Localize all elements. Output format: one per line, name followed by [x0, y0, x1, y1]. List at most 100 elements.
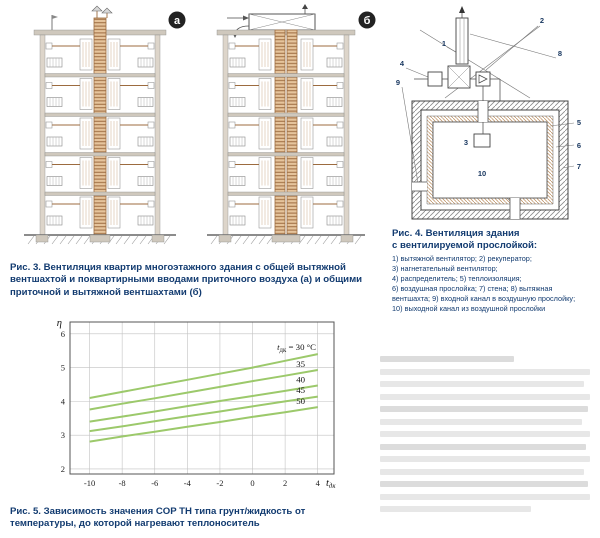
x-tick: -10 — [84, 478, 95, 488]
exhaust-vent-shaft — [93, 17, 107, 236]
inlet-channel-opening — [412, 182, 427, 191]
air-gap-layer — [420, 109, 560, 211]
cop-line — [89, 395, 318, 433]
fig4-caption: Рис. 4. Вентиляция здания с вентилируемо… — [392, 228, 594, 253]
y-tick: 4 — [61, 396, 66, 406]
fig-b-badge: б — [358, 11, 376, 29]
fig4-caption-line2: с вентилируемой прослойкой: — [392, 240, 538, 252]
floor-slab — [44, 73, 156, 78]
callout-5: 5 — [577, 118, 581, 127]
floor-slab — [227, 112, 345, 117]
faint-line — [380, 368, 590, 375]
distributor-box — [427, 71, 443, 87]
callout-9: 9 — [396, 78, 400, 87]
fig-a-badge: а — [168, 11, 186, 29]
x-tick: 2 — [283, 478, 287, 488]
floor-slab — [227, 191, 345, 196]
fig4-legend: 1) вытяжной вентилятор; 2) рекуператор; … — [392, 254, 596, 314]
y-tick: 6 — [61, 329, 65, 339]
legend-line: вентшахта; 9) входной канал в воздушную … — [392, 294, 576, 304]
cop-line — [89, 353, 318, 399]
roof-cowl — [91, 5, 113, 18]
fig5-caption: Рис. 5. Зависимость значения COP ТН типа… — [10, 506, 306, 530]
legend-line: 6) воздушная прослойка; 7) стена; 8) выт… — [392, 284, 553, 294]
x-axis-label: tдк — [326, 478, 336, 490]
fig4-caption-line1: Рис. 4. Вентиляция здания — [392, 228, 520, 239]
faint-line — [380, 393, 590, 400]
callout-7: 7 — [577, 162, 581, 171]
plot-box — [69, 321, 335, 475]
foundation — [271, 234, 301, 243]
exhaust-vent-shaft — [286, 29, 298, 236]
foundation — [35, 234, 49, 243]
faint-line — [380, 381, 584, 387]
legend-line: 4) распределитель; 5) теплоизоляция; — [392, 274, 522, 284]
callout-6: 6 — [577, 141, 581, 150]
faint-line — [380, 356, 515, 362]
right-wall — [154, 34, 161, 236]
foundation — [218, 234, 232, 243]
series-label: 50 — [296, 396, 305, 406]
exhaust-stack — [455, 6, 469, 65]
faint-line — [380, 481, 588, 487]
faint-line — [380, 443, 586, 450]
foundation — [340, 234, 354, 243]
outlet-channel-opening — [510, 198, 520, 219]
callout-1: 1 — [442, 39, 446, 48]
faint-line — [380, 506, 532, 512]
top-duct-opening — [478, 101, 488, 122]
fig3-caption: Рис. 3. Вентиляция квартир многоэтажного… — [10, 262, 363, 298]
roof-slab — [216, 29, 356, 36]
building-a-diagram: а — [24, 5, 186, 245]
faint-line — [380, 406, 588, 412]
recuperator-box — [447, 65, 471, 89]
floor-slab — [227, 73, 345, 78]
supply-vent-shaft — [274, 29, 286, 236]
foundation — [151, 234, 165, 243]
fig-b-badge-label: б — [364, 15, 371, 27]
x-tick: 0 — [250, 478, 254, 488]
y-tick: 2 — [61, 464, 65, 474]
floor-slab — [44, 191, 156, 196]
y-axis-label: η — [57, 318, 62, 329]
floor-slab — [44, 152, 156, 157]
indoor-unit-box — [473, 133, 491, 148]
cop-line — [89, 384, 318, 423]
x-tick: -8 — [119, 478, 126, 488]
y-tick: 3 — [61, 430, 65, 440]
faint-line — [380, 493, 590, 500]
cop-line — [89, 406, 318, 443]
callout-8: 8 — [558, 49, 562, 58]
right-wall — [343, 34, 350, 236]
x-tick: 4 — [316, 478, 321, 488]
legend-line: 1) вытяжной вентилятор; 2) рекуператор; — [392, 254, 532, 263]
series-label: 35 — [296, 359, 305, 369]
legend-line: 10) выходной канал из воздушной прослойк… — [392, 304, 546, 314]
faint-line — [380, 431, 590, 437]
x-tick: -2 — [216, 478, 223, 488]
x-tick: -6 — [151, 478, 158, 488]
fig-a-badge-label: а — [174, 15, 181, 27]
left-wall — [222, 34, 229, 236]
floor-slab — [44, 112, 156, 117]
left-wall — [39, 34, 46, 236]
faint-line — [380, 456, 590, 462]
series-label: tдк = 30 °C — [277, 342, 316, 354]
legend-line: 3) нагнетательный вентилятор; — [392, 264, 498, 274]
inner-room — [432, 121, 548, 199]
faint-text-block — [380, 356, 590, 519]
supply-fan-box — [475, 71, 491, 87]
callout-3: 3 — [464, 138, 468, 147]
building-b-diagram: б — [207, 4, 376, 245]
roof-pole-flag — [52, 15, 58, 19]
fig4-diagram: 1 2 3 4 5 6 7 8 9 10 — [396, 6, 581, 220]
x-tick: -4 — [184, 478, 192, 488]
y-tick: 5 — [61, 363, 65, 373]
floor-slab — [227, 152, 345, 157]
series-label: 45 — [296, 385, 305, 395]
faint-line — [380, 468, 584, 475]
series-label: 40 — [296, 375, 305, 385]
foundation — [89, 234, 111, 243]
